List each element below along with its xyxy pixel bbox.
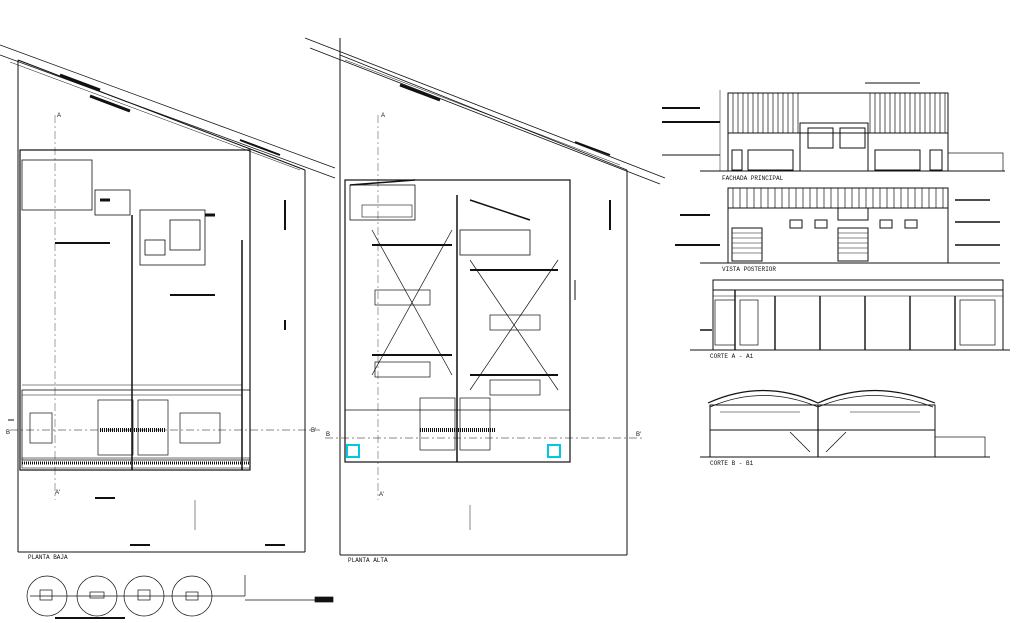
section-b-b1	[700, 389, 990, 458]
upper-floor-title: PLANTA ALTA	[348, 557, 388, 564]
section-mark-b-left-2: B	[326, 432, 331, 438]
section-mark-a-top-left: A	[57, 113, 62, 119]
main-facade-title: FACHADA PRINCIPAL	[722, 175, 784, 182]
section-a-title: CORTE A - A1	[710, 353, 754, 360]
section-mark-a-bottom-right: A'	[379, 492, 385, 498]
site-detail-circles	[26, 575, 334, 619]
main-facade-elevation	[662, 82, 1005, 172]
section-mark-b-right-2: B'	[636, 432, 642, 438]
upper-floor-plan	[304, 37, 666, 556]
section-b-title: CORTE B - B1	[710, 460, 754, 467]
section-mark-a-bottom-left: A'	[55, 490, 61, 496]
section-mark-b-right-1: B'	[311, 428, 317, 434]
rear-view-title: VISTA POSTERIOR	[722, 266, 777, 273]
section-mark-a-top-right: A	[381, 113, 386, 119]
cyan-fixture-right	[547, 444, 561, 458]
ground-floor-plan	[0, 44, 336, 553]
section-a-a1	[690, 279, 1010, 351]
ground-floor-title: PLANTA BAJA	[28, 554, 68, 561]
cyan-fixture-left	[346, 444, 360, 458]
section-mark-b-left-1: B	[6, 430, 11, 436]
rear-view-elevation	[675, 187, 1000, 264]
